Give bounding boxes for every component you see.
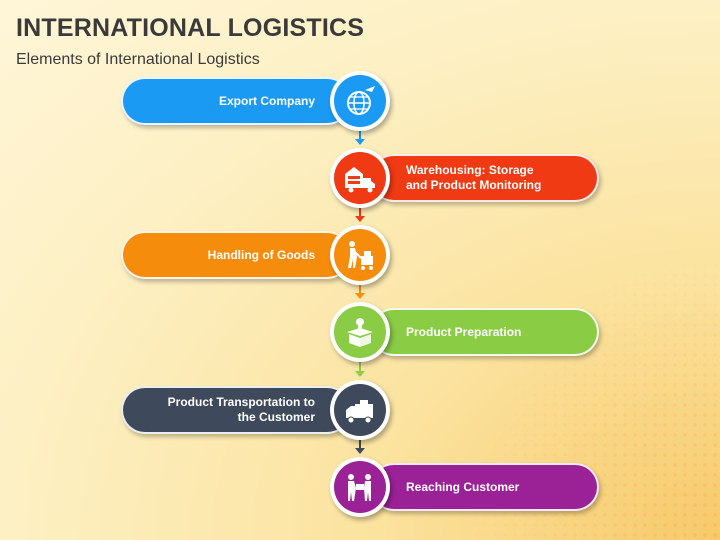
- connector-5-6: [359, 438, 361, 449]
- connector-4-5: [359, 361, 361, 372]
- step-export-company: Export Company: [121, 77, 351, 125]
- arrow-4-5: [355, 371, 365, 377]
- arrow-1-2: [355, 139, 365, 145]
- step-handling-of-goods: Handling of Goods: [121, 231, 351, 279]
- globe-plane-icon: [334, 75, 386, 127]
- step-2-badge: [330, 148, 390, 208]
- step-6-badge: [330, 457, 390, 517]
- step-label: Reaching Customer: [406, 479, 520, 494]
- step-product-transportation: Product Transportation to the Customer: [121, 386, 351, 434]
- step-3-badge: [330, 225, 390, 285]
- page-subtitle: Elements of International Logistics: [16, 51, 260, 68]
- step-label: Handling of Goods: [207, 247, 315, 262]
- step-label: Product Transportation to the Customer: [167, 395, 315, 424]
- step-label: Export Company: [218, 93, 315, 108]
- step-5-badge: [330, 380, 390, 440]
- step-4-badge: [330, 302, 390, 362]
- step-product-preparation: Product Preparation: [370, 308, 599, 356]
- warehouse-truck-icon: [334, 152, 386, 204]
- worker-cart-icon: [334, 229, 386, 281]
- page-title: INTERNATIONAL LOGISTICS: [16, 14, 365, 42]
- step-label: Warehousing: Storage and Product Monitor…: [406, 163, 542, 192]
- connector-1-2: [359, 130, 361, 140]
- step-1-badge: [330, 71, 390, 131]
- box-idea-icon: [334, 306, 386, 358]
- step-warehousing: Warehousing: Storage and Product Monitor…: [370, 154, 599, 202]
- connector-2-3: [359, 206, 361, 217]
- connector-3-4: [359, 284, 361, 294]
- arrow-5-6: [355, 448, 365, 454]
- arrow-2-3: [355, 216, 365, 222]
- step-reaching-customer: Reaching Customer: [370, 463, 599, 511]
- arrow-3-4: [355, 293, 365, 299]
- handover-icon: [334, 461, 386, 513]
- delivery-truck-icon: [334, 384, 386, 436]
- step-label: Product Preparation: [406, 324, 522, 339]
